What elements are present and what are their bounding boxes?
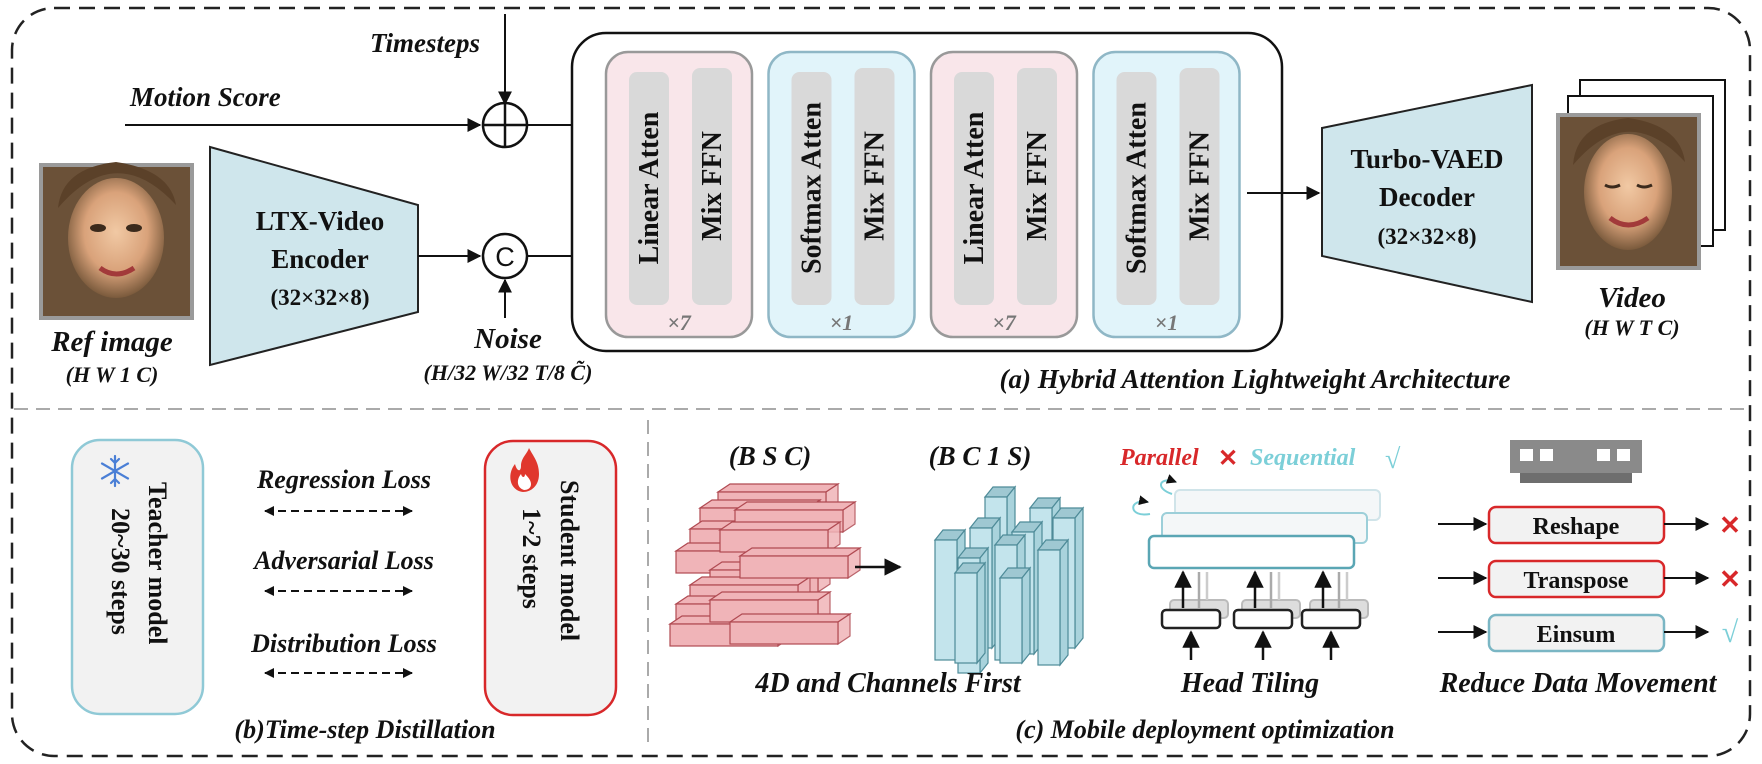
data-movement-title: Reduce Data Movement [1439,668,1718,699]
attention-label: Linear Atten [959,111,990,264]
block-3: Linear Atten Mix FFN ×7 [929,50,1079,339]
cross-icon: ✕ [1719,511,1741,540]
op-label: Transpose [1524,568,1629,594]
ffn-label: Mix FFN [860,131,891,241]
op-einsum: Einsum √ [1438,613,1739,653]
bc1s-block [998,566,1032,665]
transformer-blocks: Linear Atten Mix FFN ×7 Softmax Atten Mix FF… [604,50,1241,339]
op-transpose: Transpose ✕ [1438,559,1741,599]
bc1s-tensor-stack [933,485,1085,675]
check-icon: √ [1722,616,1739,649]
student-model-box [483,439,618,717]
repeat-label: ×1 [830,310,854,335]
section-b-caption: (b)Time-step Distillation [234,715,495,744]
head-unit [1160,570,1229,660]
snowflake-icon [100,454,130,488]
motion-score-label: Motion Score [129,82,281,112]
ffn-bar [692,68,732,305]
head-unit [1232,570,1301,660]
ffn-label: Mix FFN [697,131,728,241]
video-shape: (H W T C) [1584,315,1679,340]
decoder-line1: Turbo-VAED [1350,144,1503,174]
memory-chip-icon [1510,440,1642,483]
repeat-label: ×7 [992,310,1017,335]
encoder-shape [209,145,419,367]
repeat-label: ×7 [667,310,692,335]
noise-shape: (H/32 W/32 T/8 C̃) [424,360,593,385]
teacher-steps: 20~30 steps [106,508,135,635]
ffn-bar [1179,68,1220,305]
student-steps: 1~2 steps [517,508,546,609]
layout-to-label: (B C 1 S) [929,441,1032,471]
ffn-bar [854,68,895,305]
ffn-bar [1017,68,1057,305]
block-4: Softmax Atten Mix FFN ×1 [1092,50,1241,339]
encoder-line1: LTX-Video [256,206,385,236]
ffn-label: Mix FFN [1185,131,1216,241]
sequential-label: Sequential [1250,445,1356,471]
op-label: Einsum [1537,622,1616,648]
section-a-caption: (a) Hybrid Attention Lightweight Archite… [999,364,1510,394]
attention-bar [954,72,994,305]
encoder-line2: Encoder [271,244,369,274]
sequential-check-icon: √ [1385,444,1401,475]
decoder-line2: Decoder [1379,182,1475,212]
attention-bar [629,72,669,305]
block-1: Linear Atten Mix FFN ×7 [604,50,754,339]
loss-regression: Regression Loss [256,465,431,494]
head-tiling-graphic [1132,474,1381,660]
loss-distribution: Distribution Loss [250,629,437,658]
decoder-line3: (32×32×8) [1377,224,1476,249]
attention-bar [791,72,832,305]
attention-label: Linear Atten [634,111,665,264]
timesteps-label: Timesteps [370,28,480,58]
repeat-label: ×1 [1155,310,1179,335]
bc1s-block [1036,538,1070,667]
teacher-title: Teacher model [143,482,172,645]
ffn-label: Mix FFN [1022,131,1053,241]
cross-icon: ✕ [1719,565,1741,594]
loss-adversarial: Adversarial Loss [252,546,434,575]
attention-bar [1116,72,1157,305]
data-movement-ops: Reshape ✕ Transpose ✕ Einsum √ [1438,505,1741,653]
layout-title: 4D and Channels First [754,668,1022,699]
video-label: Video [1598,282,1666,314]
bsc-block [728,612,852,646]
ref-image-shape: (H W 1 C) [66,362,159,387]
student-title: Student model [555,480,584,641]
fire-icon [510,448,539,492]
op-label: Reshape [1533,514,1620,540]
video-frames [1556,79,1726,270]
teacher-model-box [70,438,205,716]
concat-symbol: C [495,242,515,272]
bsc-block [738,546,862,580]
parallel-cross-icon: ✕ [1218,446,1238,472]
encoder-line3: (32×32×8) [270,285,369,310]
attention-label: Softmax Atten [1122,102,1153,274]
block-2: Softmax Atten Mix FFN ×1 [767,50,916,339]
attention-label: Softmax Atten [797,102,828,274]
op-reshape: Reshape ✕ [1438,505,1741,545]
layout-from-label: (B S C) [729,441,812,471]
section-c-caption: (c) Mobile deployment optimization [1015,715,1394,744]
noise-label: Noise [473,323,542,355]
bsc-block [718,520,842,554]
bsc-tensor-stack [668,482,862,648]
outer-frame [10,6,1752,758]
ref-image-label: Ref image [50,326,173,358]
decoder-shape [1321,83,1533,304]
head-unit [1300,570,1369,660]
bc1s-block [953,561,987,665]
parallel-label: Parallel [1119,445,1199,471]
ref-image [39,162,194,320]
head-tiling-title: Head Tiling [1180,668,1319,699]
